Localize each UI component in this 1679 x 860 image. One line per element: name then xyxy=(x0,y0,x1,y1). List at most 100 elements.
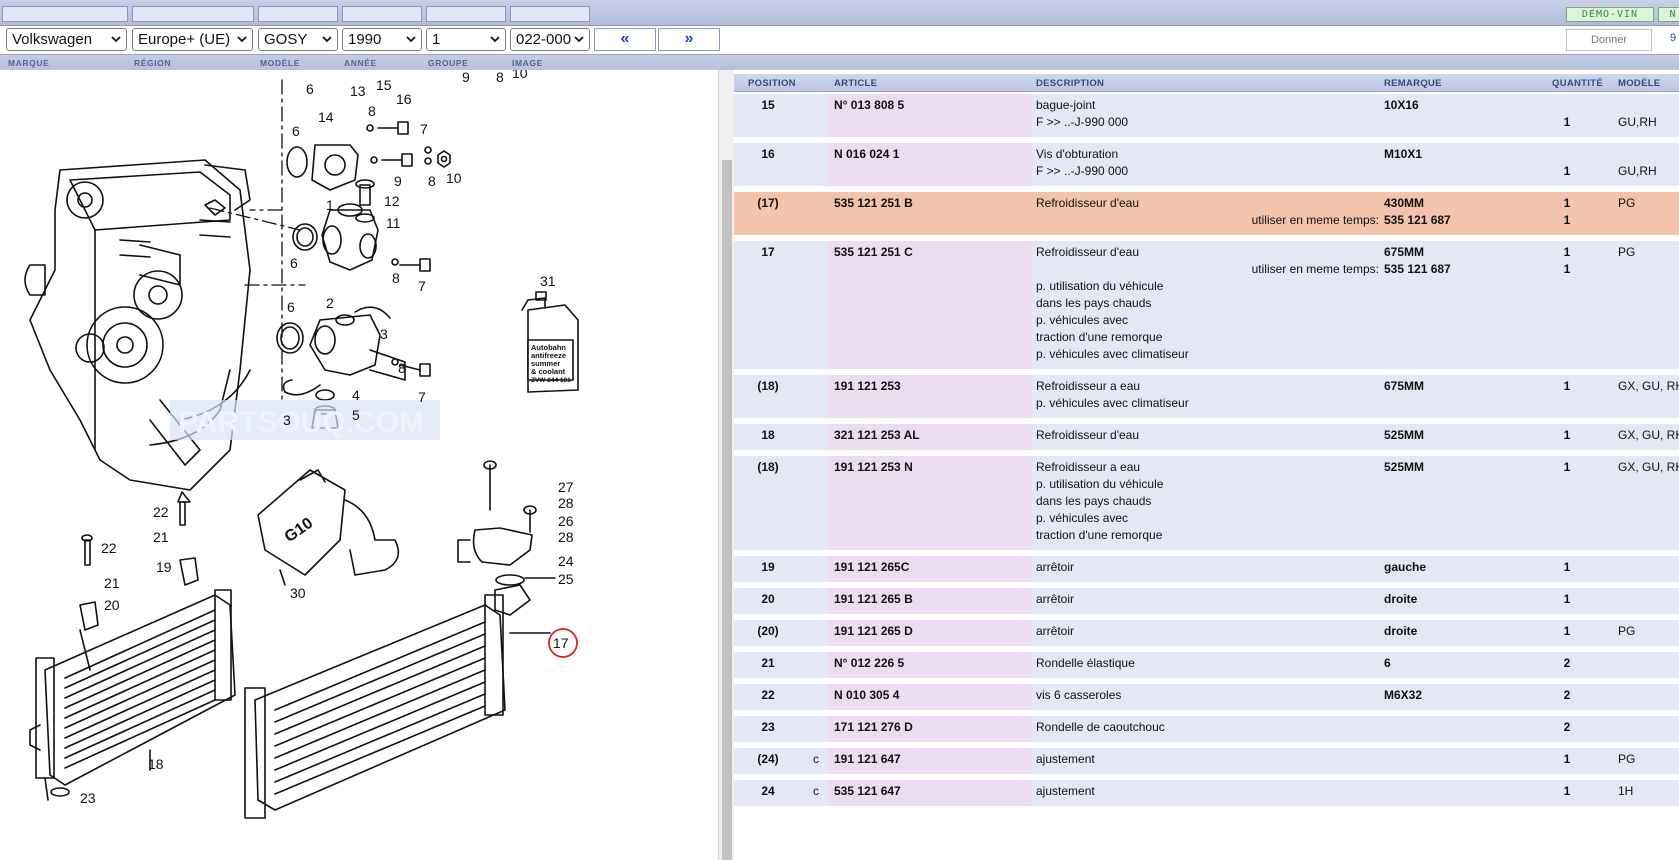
image-value: 022-000 xyxy=(516,31,572,48)
svg-text:14: 14 xyxy=(318,109,334,125)
row-description-line: traction d'une remorque xyxy=(1036,330,1163,344)
row-position: 17 xyxy=(761,245,775,259)
previous-image-button[interactable]: « xyxy=(594,28,656,51)
row-article: N° 012 226 5 xyxy=(834,656,905,670)
row-code: c xyxy=(813,752,819,766)
next-image-button[interactable]: » xyxy=(658,28,720,51)
brand-label: MARQUE xyxy=(8,58,50,68)
svg-text:9: 9 xyxy=(462,70,470,85)
description-header[interactable]: DESCRIPTION xyxy=(1036,78,1105,89)
group-label: GROUPE xyxy=(428,58,469,68)
svg-text:6: 6 xyxy=(290,255,298,271)
row-position: 20 xyxy=(761,592,775,606)
row-description-line: Refroidisseur a eau xyxy=(1036,460,1141,474)
article-header[interactable]: ARTICLE xyxy=(834,78,878,89)
tab-slot[interactable] xyxy=(132,6,254,22)
row-modele-line: PG xyxy=(1618,196,1636,210)
row-remarque-line: gauche xyxy=(1384,560,1427,574)
tab-slot[interactable] xyxy=(426,6,506,22)
top-tab-strip: DEMO-VIN N xyxy=(0,0,1679,26)
article-column-bg xyxy=(828,192,1032,235)
tab-slot[interactable] xyxy=(510,6,590,22)
position-header[interactable]: POSITION xyxy=(748,78,796,89)
modele-header[interactable]: MODÈLE xyxy=(1618,78,1661,89)
row-remarque-line: 6 xyxy=(1384,656,1391,670)
svg-text:17: 17 xyxy=(553,635,569,651)
row-quantite-line: 1 xyxy=(1563,115,1571,129)
row-description-line: p. utilisation du véhicule xyxy=(1036,477,1164,491)
model-select[interactable]: GOSY xyxy=(258,28,338,51)
svg-text:7: 7 xyxy=(418,389,426,405)
diagram-scrollbar[interactable] xyxy=(718,70,734,860)
group-select[interactable]: 1 xyxy=(426,28,506,51)
svg-text:27: 27 xyxy=(558,479,574,495)
group-value: 1 xyxy=(432,31,441,48)
quantite-header[interactable]: QUANTITÉ xyxy=(1552,78,1603,89)
row-remarque-line: 535 121 687 xyxy=(1384,213,1451,227)
parts-table: POSITION ARTICLE DESCRIPTION REMARQUE QU… xyxy=(734,70,1679,860)
row-description-line: p. véhicules avec xyxy=(1036,313,1129,327)
article-column-bg xyxy=(828,94,1032,137)
svg-text:antifreeze: antifreeze xyxy=(531,351,566,360)
diagram-scrollbar-thumb[interactable] xyxy=(722,160,732,860)
row-modele-line: GX, GU, RH xyxy=(1618,460,1679,474)
brand-value: Volkswagen xyxy=(12,31,93,48)
svg-text:11: 11 xyxy=(386,215,401,231)
svg-text:18: 18 xyxy=(148,756,164,772)
row-note-label: utiliser en meme temps: xyxy=(1251,262,1379,276)
article-column-bg xyxy=(828,748,1032,774)
svg-text:8: 8 xyxy=(392,270,400,286)
tab-slot[interactable] xyxy=(258,6,338,22)
row-remarque-line: droite xyxy=(1384,592,1418,606)
svg-text:28: 28 xyxy=(558,495,574,511)
row-quantite-line: 1 xyxy=(1563,592,1571,606)
selector-labels: MARQUE RÉGION MODÈLE ANNÉE GROUPE IMAGE xyxy=(0,54,1679,70)
row-remarque-line: 10X16 xyxy=(1384,98,1419,112)
donner-button[interactable]: Donner xyxy=(1566,29,1652,51)
row-description-line: p. véhicules avec xyxy=(1036,511,1129,525)
row-quantite-line: 1 xyxy=(1563,262,1571,276)
row-quantite-line: 1 xyxy=(1563,245,1571,259)
year-select[interactable]: 1990 xyxy=(342,28,422,51)
region-select[interactable]: Europe+ (UE) xyxy=(132,28,253,51)
article-column-bg xyxy=(828,143,1032,186)
row-description-line: bague-joint xyxy=(1036,98,1096,112)
row-position: 16 xyxy=(761,147,775,161)
parts-diagram[interactable]: PARTSOUQ.COM Autobahn antifreeze summer … xyxy=(0,70,718,860)
demo-vin-badge[interactable]: DEMO-VIN xyxy=(1566,7,1654,22)
remarque-header[interactable]: REMARQUE xyxy=(1384,78,1442,89)
region-value: Europe+ (UE) xyxy=(138,31,231,48)
brand-select[interactable]: Volkswagen xyxy=(6,28,127,51)
image-select[interactable]: 022-000 xyxy=(510,28,590,51)
tab-slot[interactable] xyxy=(342,6,422,22)
row-article: 191 121 253 xyxy=(834,379,901,393)
row-position: 22 xyxy=(761,688,775,702)
tab-slot[interactable] xyxy=(2,6,128,22)
demo-badge-2[interactable]: N xyxy=(1658,7,1679,22)
svg-text:summer: summer xyxy=(531,359,560,368)
svg-text:6: 6 xyxy=(287,299,295,315)
row-quantite-line: 1 xyxy=(1563,560,1571,574)
svg-text:22: 22 xyxy=(153,504,169,520)
article-column-bg xyxy=(828,241,1032,369)
row-position: 19 xyxy=(761,560,775,574)
row-description-line: arrêtoir xyxy=(1036,560,1075,574)
svg-text:28: 28 xyxy=(558,529,574,545)
row-description-line: p. véhicules avec climatiseur xyxy=(1036,347,1189,361)
